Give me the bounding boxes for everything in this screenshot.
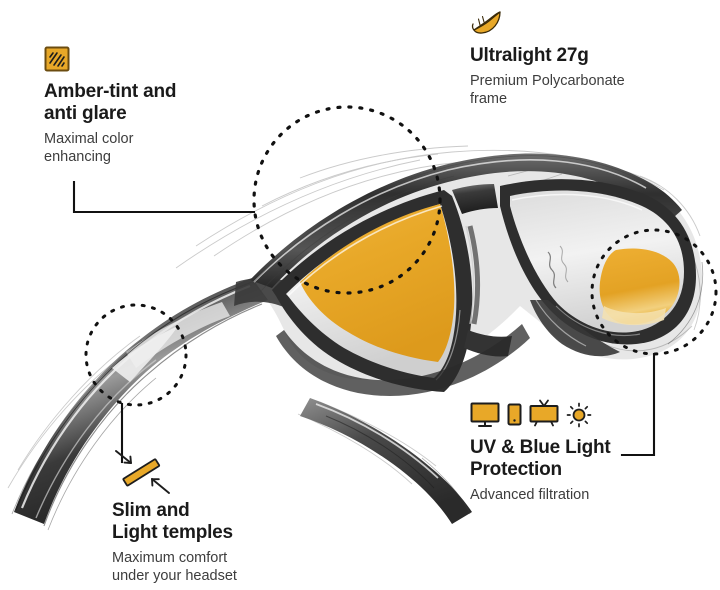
callout-subtext: Premium Polycarbonate frame: [470, 73, 625, 108]
callout-subtext: Maximal color enhancing: [44, 131, 134, 166]
hatched-lens-icon: [44, 46, 70, 72]
feather-icon: [471, 11, 501, 34]
temple-arm-lower: [300, 398, 472, 524]
frame-front: [250, 153, 703, 396]
callout-heading: Slim and Light temples: [112, 500, 233, 544]
callout-uv-blue-light: UV & Blue Light Protection Advanced filt…: [470, 398, 705, 504]
icon-row-slim-temples: [112, 450, 327, 496]
callout-heading: Ultralight 27g: [470, 45, 589, 66]
callout-subtext: Maximum comfort under your headset: [112, 550, 237, 585]
monitor-icon: [470, 402, 500, 427]
compression-bar-icon: [115, 450, 170, 494]
callout-heading: UV & Blue Light Protection: [470, 437, 611, 481]
icon-row-uv: [470, 398, 705, 428]
callout-ultralight: Ultralight 27g Premium Polycarbonate fra…: [470, 6, 710, 109]
callout-slim-temples: Slim and Light temples Maximum comfort u…: [112, 450, 327, 586]
callout-heading: Amber-tint and anti glare: [44, 81, 177, 125]
sun-icon: [566, 402, 592, 428]
tv-icon: [529, 399, 559, 427]
callout-amber-tint: Amber-tint and anti glare Maximal color …: [44, 42, 259, 167]
icon-row-amber: [44, 42, 259, 72]
callout-subtext: Advanced filtration: [470, 487, 590, 504]
icon-row-ultralight: [470, 6, 710, 36]
phone-icon: [507, 403, 522, 426]
